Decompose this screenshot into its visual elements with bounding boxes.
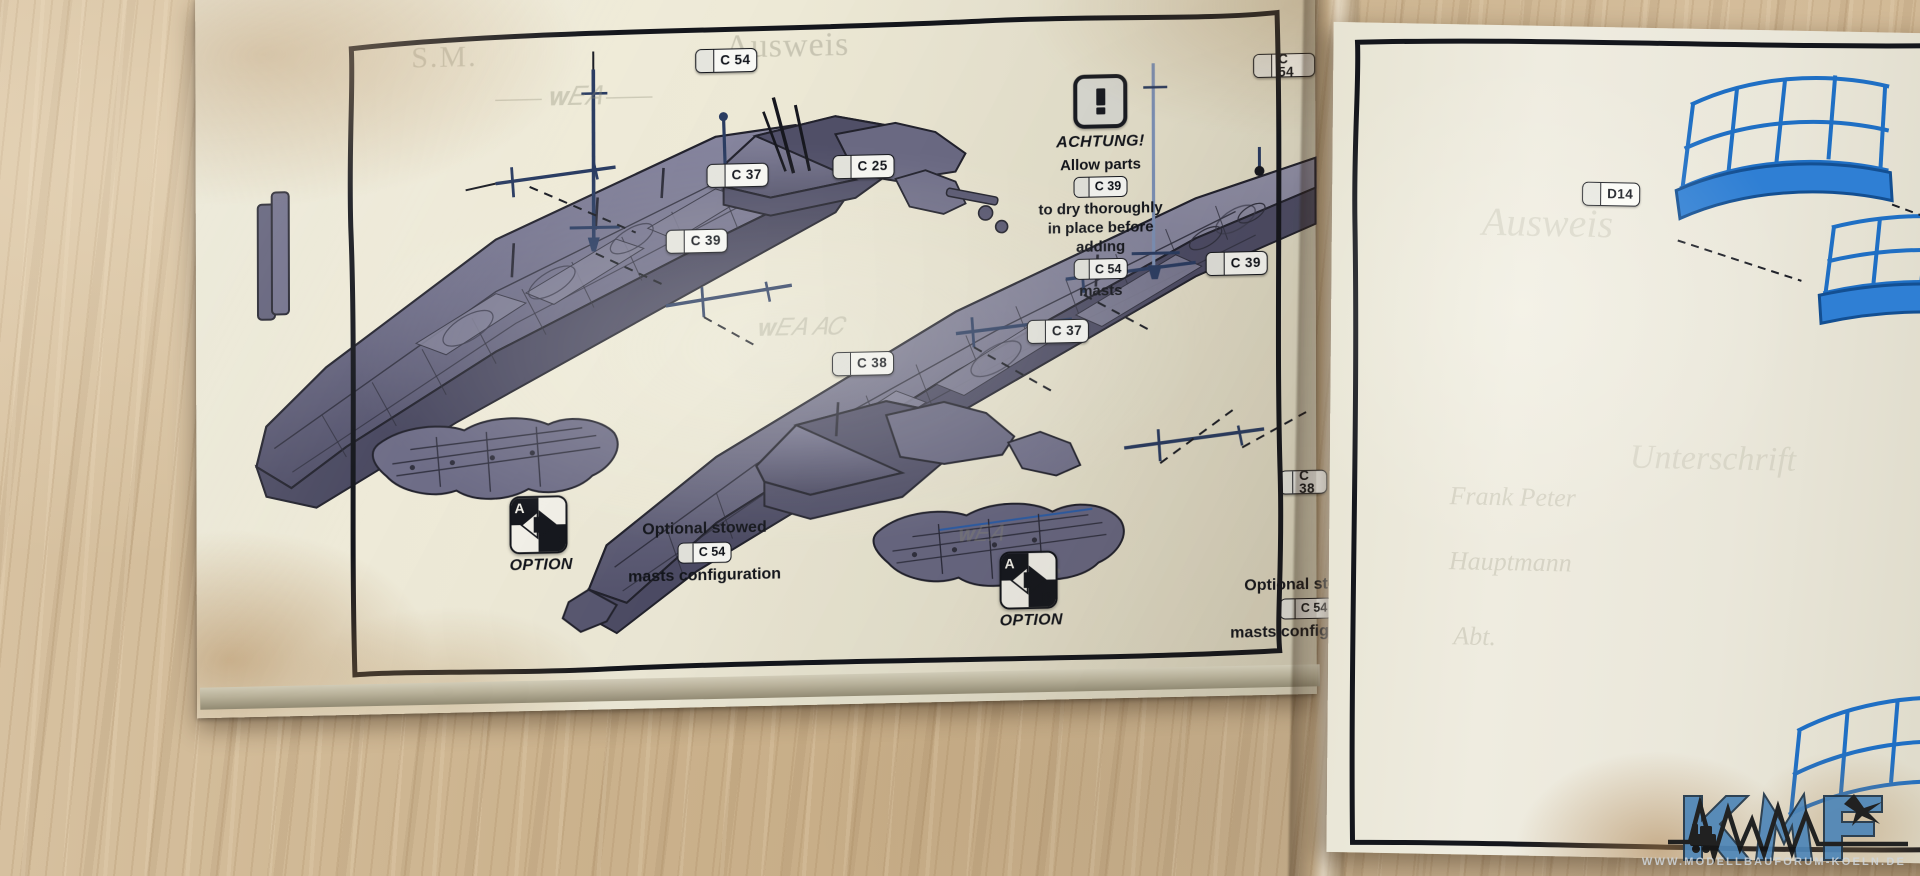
kmf-airplane-icon	[1844, 794, 1882, 826]
part-code: C 39	[1094, 179, 1122, 194]
part-code: C 39	[690, 232, 721, 249]
option-label-a: A	[1004, 555, 1015, 572]
achtung-title: ACHTUNG!	[1056, 132, 1145, 152]
watermark-handwriting-3: Abt.	[1451, 621, 1496, 651]
option-label-b: B	[1041, 588, 1052, 605]
part-tag-c37-lower[interactable]: C 37	[1026, 318, 1090, 345]
part-code: C 39	[1230, 255, 1261, 271]
tag-square-icon	[1254, 54, 1273, 78]
achtung-line-3: in place before	[1047, 218, 1154, 238]
achtung-line-4: adding	[1076, 238, 1126, 257]
part-tag-c39-lower[interactable]: C 39	[1205, 250, 1268, 277]
tag-square-icon	[1027, 320, 1046, 344]
tag-square-icon	[707, 164, 726, 188]
option-caption-1: Optional stowed C 54 masts configuration	[594, 516, 814, 590]
part-tag-c25-upper[interactable]: C 25	[832, 153, 895, 180]
option-label-a: A	[514, 500, 525, 517]
option-ab-arrows-icon: A B	[509, 495, 568, 555]
part-code: C 54	[1095, 261, 1122, 277]
part-code: C 25	[857, 158, 888, 174]
watermark-handwriting-4: Unterschrift	[1630, 439, 1798, 479]
part-code: C 54	[698, 544, 726, 560]
deck-gun	[894, 169, 1009, 234]
option-block-2: A B OPTION	[999, 550, 1063, 630]
kmf-watermark-url: WWW.MODELLBAUFORUM-KOELN.DE	[1641, 856, 1906, 868]
kmf-watermark-logo	[1668, 791, 1908, 865]
achtung-line-5: masts	[1079, 282, 1123, 301]
deck-gun-lower	[1006, 430, 1082, 477]
part-tag-c39-upper[interactable]: C 39	[665, 228, 728, 254]
option-label: OPTION	[509, 556, 573, 575]
blue-railing-part-upper	[1674, 75, 1894, 221]
part-tag-c54-inline[interactable]: C 54	[1074, 258, 1128, 281]
tag-square-icon	[666, 230, 685, 253]
part-code: C 54	[720, 52, 751, 68]
tag-square-icon	[1583, 182, 1602, 206]
part-tag-c37-upper[interactable]: C 37	[706, 162, 769, 189]
tag-square-icon	[696, 49, 715, 73]
part-tag-c54-caption-1[interactable]: C 54	[677, 541, 732, 564]
part-code: C 37	[1051, 323, 1083, 339]
option-label: OPTION	[999, 611, 1063, 630]
part-tag-c38-upper[interactable]: C 38	[832, 350, 895, 377]
booklet-right-page: Ausweis Frank Peter Hauptmann Abt. Unter…	[1326, 21, 1920, 865]
achtung-tag-c39-wrap: C 39	[1026, 175, 1176, 199]
watermark-handwriting-2: Hauptmann	[1448, 546, 1572, 577]
exclamation-icon	[1073, 73, 1128, 130]
tag-square-icon	[833, 352, 852, 376]
mast-part-c26-lower	[1254, 146, 1265, 176]
achtung-tag-c54-wrap: C 54	[1026, 257, 1176, 281]
part-code: C 37	[731, 167, 762, 183]
tag-square-icon	[1206, 252, 1225, 276]
tag-square-icon	[1075, 260, 1091, 280]
tag-square-icon	[1280, 471, 1294, 494]
blue-railing-part-mid	[1817, 214, 1920, 326]
tag-square-icon	[1074, 177, 1090, 197]
tag-square-icon	[678, 543, 694, 563]
achtung-line-1: Allow parts	[1060, 155, 1141, 174]
part-tag-d14[interactable]: D14	[1582, 181, 1641, 207]
part-tag-c54-upper[interactable]: C 54	[695, 47, 758, 74]
watermark-handwriting: Frank Peter	[1448, 481, 1576, 512]
tag-square-icon	[833, 155, 852, 179]
stern-stacks	[256, 191, 290, 321]
right-page-artwork: Ausweis Frank Peter Hauptmann Abt. Unter…	[1349, 38, 1920, 853]
part-code: C 38	[857, 355, 888, 372]
kmf-ecg-line	[1668, 795, 1908, 865]
achtung-warning-block: ACHTUNG! Allow parts C 39 to dry thoroug…	[1025, 73, 1176, 303]
option-caption-line-1: Optional stowed	[642, 518, 767, 539]
option-label-b: B	[551, 533, 562, 550]
kmf-locomotive-icon	[1690, 824, 1719, 853]
part-tag-c39-inline[interactable]: C 39	[1073, 175, 1128, 198]
part-code: D14	[1607, 186, 1634, 202]
option-ab-arrows-icon: A B	[999, 550, 1058, 610]
assembly-leader-line	[1677, 203, 1920, 282]
option-block-1: A B OPTION	[509, 495, 573, 575]
mast-part-c38-lower	[1124, 425, 1265, 462]
